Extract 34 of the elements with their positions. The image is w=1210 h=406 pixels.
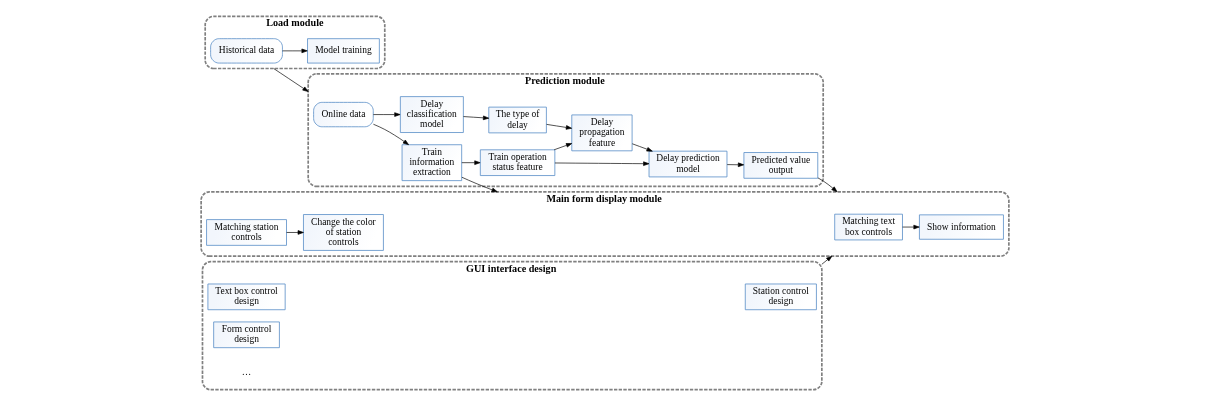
- arrow: [821, 255, 833, 265]
- node-box: Station control design: [744, 283, 817, 311]
- arrow: [461, 176, 498, 193]
- node-box: Delay prediction model: [648, 150, 728, 178]
- arrow: [273, 68, 309, 92]
- arrow: [373, 123, 409, 145]
- node-box: Delay propagation feature: [571, 114, 633, 152]
- arrow: [553, 143, 573, 151]
- node-box: Delay classification model: [399, 96, 464, 133]
- arrow: [282, 48, 308, 54]
- node-box: Online data: [313, 101, 374, 128]
- node-box: Show information: [919, 214, 1004, 240]
- arrow: [546, 124, 572, 130]
- node-box: Historical data: [210, 38, 283, 64]
- arrow: [286, 230, 304, 235]
- arrow: [554, 161, 650, 166]
- node-box: Train information extraction: [401, 144, 463, 182]
- arrow: [631, 143, 653, 152]
- label: …: [241, 366, 252, 377]
- node-box: Text box control design: [207, 283, 286, 311]
- node-box: Train operation status feature: [479, 149, 556, 176]
- arrow: [726, 162, 745, 167]
- node-box: Matching station controls: [206, 219, 287, 246]
- arrow: [461, 160, 481, 165]
- node-box: The type of delay: [488, 106, 547, 134]
- arrow: [463, 115, 490, 121]
- arrow: [817, 177, 838, 193]
- node-box: Change the color of station controls: [303, 214, 384, 251]
- node-box: Model training: [307, 38, 380, 64]
- node-box: Form control design: [213, 321, 280, 349]
- node-box: Matching text box controls: [834, 213, 903, 241]
- arrow: [373, 112, 401, 117]
- arrow: [902, 224, 920, 230]
- node-box: Predicted value output: [743, 152, 819, 179]
